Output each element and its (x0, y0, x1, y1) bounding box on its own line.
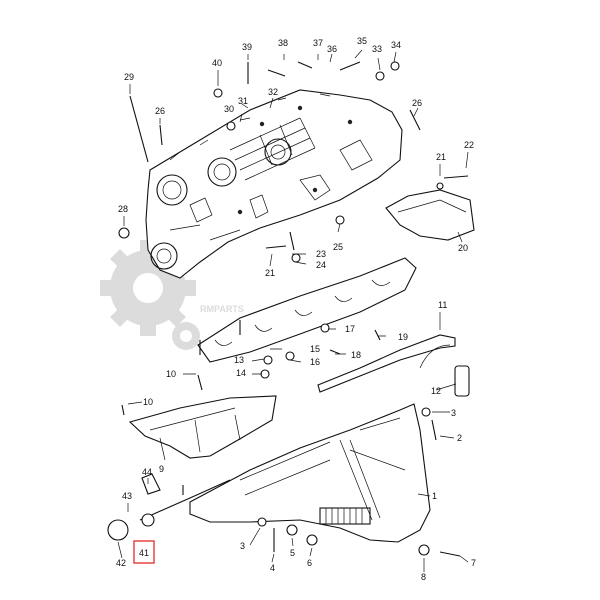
callout-41[interactable]: 41 (139, 548, 149, 558)
callout-38[interactable]: 38 (278, 38, 288, 48)
callout-14[interactable]: 14 (236, 368, 246, 378)
callout-12[interactable]: 12 (431, 386, 441, 396)
callout-26-upper[interactable]: 26 (155, 106, 165, 116)
watermark-text: RMPARTS (200, 304, 244, 314)
callout-35[interactable]: 35 (357, 36, 367, 46)
callout-1[interactable]: 1 (432, 491, 437, 501)
gasket (317, 334, 456, 393)
sealant-tube (454, 365, 470, 397)
callout-42[interactable]: 42 (116, 558, 126, 568)
gasket-curve (419, 344, 451, 369)
callout-39[interactable]: 39 (242, 42, 252, 52)
oil-sump (189, 403, 431, 543)
side-cover (385, 189, 475, 241)
callout-11[interactable]: 11 (438, 300, 447, 310)
callout-33[interactable]: 33 (372, 44, 382, 54)
callout-28[interactable]: 28 (118, 204, 128, 214)
oil-pickup (107, 473, 231, 541)
callout-18[interactable]: 18 (351, 350, 361, 360)
callout-2[interactable]: 2 (457, 433, 462, 443)
highlight-box (133, 540, 155, 564)
callout-8[interactable]: 8 (421, 572, 426, 582)
callout-30[interactable]: 30 (224, 104, 234, 114)
callout-labels: 39 38 37 36 35 33 34 40 29 31 30 32 26 2… (116, 36, 476, 582)
callout-29[interactable]: 29 (124, 72, 134, 82)
callout-6[interactable]: 6 (307, 558, 312, 568)
callout-37[interactable]: 37 (313, 38, 323, 48)
fasteners (118, 61, 469, 557)
callout-23[interactable]: 23 (316, 249, 326, 259)
callout-43[interactable]: 43 (122, 491, 132, 501)
callout-25[interactable]: 25 (333, 242, 343, 252)
callout-9[interactable]: 9 (159, 464, 164, 474)
callout-20[interactable]: 20 (458, 243, 468, 253)
callout-31[interactable]: 31 (238, 96, 248, 106)
callout-19[interactable]: 19 (398, 332, 408, 342)
callout-36[interactable]: 36 (327, 44, 337, 54)
main-bearing-carrier (197, 257, 417, 363)
callout-7[interactable]: 7 (471, 558, 476, 568)
callout-22[interactable]: 22 (464, 140, 474, 150)
callout-32[interactable]: 32 (268, 87, 278, 97)
callout-10-upper[interactable]: 10 (166, 369, 176, 379)
sump-grille (319, 507, 371, 525)
callout-3-lower[interactable]: 3 (240, 541, 245, 551)
leader-lines (117, 49, 469, 572)
callout-13[interactable]: 13 (234, 355, 244, 365)
callout-44[interactable]: 44 (142, 467, 152, 477)
callout-24[interactable]: 24 (316, 260, 326, 270)
callout-40[interactable]: 40 (212, 58, 222, 68)
callout-21-upper[interactable]: 21 (436, 152, 446, 162)
callout-26-right[interactable]: 26 (412, 98, 422, 108)
callout-10-lower[interactable]: 10 (143, 397, 153, 407)
callout-16[interactable]: 16 (310, 357, 320, 367)
callout-4[interactable]: 4 (270, 563, 275, 573)
callout-3-upper[interactable]: 3 (451, 408, 456, 418)
callout-15[interactable]: 15 (310, 344, 320, 354)
callout-21-lower[interactable]: 21 (265, 268, 275, 278)
callout-17[interactable]: 17 (345, 324, 355, 334)
engine-block (145, 89, 403, 279)
callout-5[interactable]: 5 (290, 548, 295, 558)
oil-tray (128, 395, 277, 459)
callout-34[interactable]: 34 (391, 40, 401, 50)
